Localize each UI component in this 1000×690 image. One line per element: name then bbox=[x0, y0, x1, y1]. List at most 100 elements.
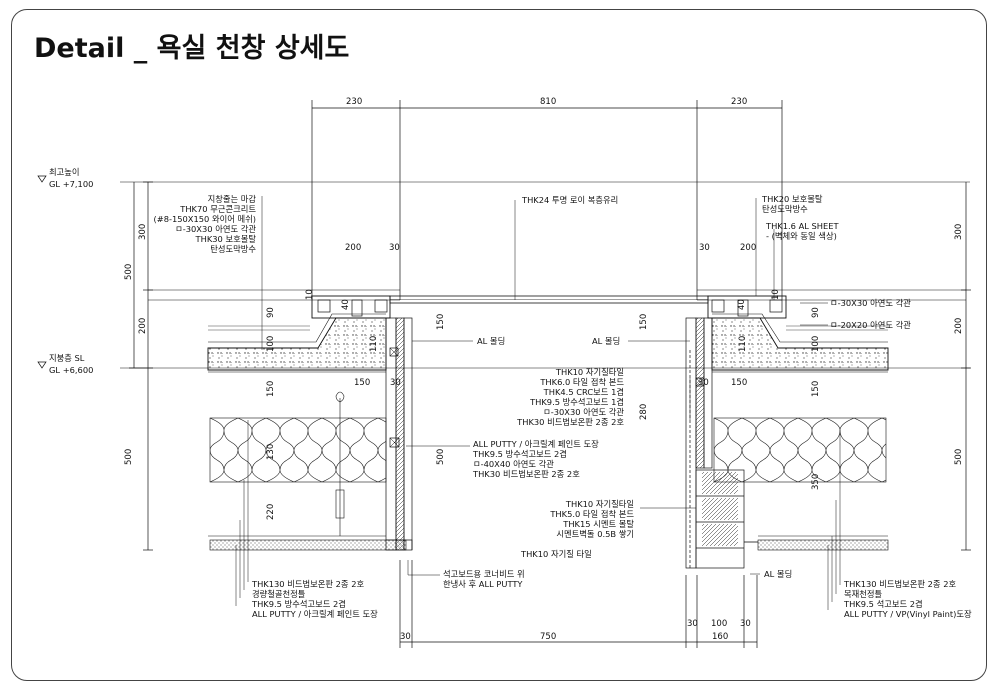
dim-s-200-right: 200 bbox=[740, 243, 756, 253]
dim-v-300-right: 300 bbox=[954, 224, 964, 240]
note-al-sheet-1: THK1.6 AL SHEET bbox=[765, 221, 840, 231]
dim-v-110-right: 110 bbox=[738, 336, 748, 352]
dim-v-100-left: 100 bbox=[266, 336, 276, 352]
note-wall1-6: THK30 비드법보온판 2종 2호 bbox=[516, 417, 624, 427]
note-top-right-2: 탄성도막방수 bbox=[762, 204, 808, 214]
note-corner-2: 한냉사 후 ALL PUTTY bbox=[443, 579, 523, 589]
dim-b-30-r2: 30 bbox=[740, 619, 751, 629]
note-ceiling-right-4: ALL PUTTY / VP(Vinyl Paint)도장 bbox=[844, 609, 972, 619]
note-wall1-1: THK10 자기질타일 bbox=[555, 367, 624, 377]
dim-v-500-right: 500 bbox=[954, 449, 964, 465]
annotation-top-left: 지창줄는 마감 THK70 무근콘크리트 (#8-150X150 와이어 메쉬)… bbox=[154, 194, 257, 254]
note-wall2-3: ㅁ-40X40 아연도 각관 bbox=[473, 459, 554, 469]
note-wall3-4: 시멘트벽돌 0.5B 쌓기 bbox=[556, 529, 634, 539]
dim-s-500-wall: 500 bbox=[436, 449, 446, 465]
note-top-right-1: THK20 보호몰탈 bbox=[761, 194, 823, 204]
annotation-middle: AL 몰딩 AL 몰딩 THK10 자기질타일 THK6.0 타일 접착 본드 … bbox=[443, 336, 792, 589]
dim-b-100: 100 bbox=[711, 619, 727, 629]
dim-v-200-right: 200 bbox=[954, 318, 964, 334]
dim-s-150-right: 150 bbox=[731, 378, 747, 388]
dim-top-3: 230 bbox=[731, 97, 747, 107]
dim-v-90-left: 90 bbox=[266, 307, 276, 318]
dim-s-10-a: 10 bbox=[305, 289, 315, 300]
dim-v-200-left: 200 bbox=[138, 318, 148, 334]
dim-v-350-right: 350 bbox=[811, 474, 821, 490]
note-al-molding-left: AL 몰딩 bbox=[477, 336, 505, 346]
small-dimension-labels: 200 30 30 200 10 40 10 40 150 30 150 30 … bbox=[305, 243, 781, 465]
dim-v-90-right: 90 bbox=[811, 307, 821, 318]
note-top-left-5: THK30 보호몰탈 bbox=[195, 234, 257, 244]
note-corner-1: 석고보드용 코너비드 위 bbox=[443, 569, 525, 579]
dim-top-1: 230 bbox=[346, 97, 362, 107]
roof-level-value: GL +6,600 bbox=[49, 365, 93, 375]
dim-s-30-mid-right: 30 bbox=[698, 378, 709, 388]
dim-v-150-left: 150 bbox=[266, 381, 276, 397]
dim-v-500-left-low: 500 bbox=[124, 449, 134, 465]
dim-s-280-wall: 280 bbox=[639, 404, 649, 420]
note-top-left-1: 지창줄는 마감 bbox=[208, 194, 257, 204]
dim-top-2: 810 bbox=[540, 97, 556, 107]
dim-s-10-b: 10 bbox=[771, 289, 781, 300]
note-wall3-2: THK5.0 타일 접착 본드 bbox=[549, 509, 634, 519]
note-wall2-2: THK9.5 방수석고보드 2겹 bbox=[472, 449, 567, 459]
note-top-left-4: ㅁ-30X30 아연도 각관 bbox=[175, 224, 256, 234]
dim-s-40-b: 40 bbox=[737, 299, 747, 310]
dim-v-100-right: 100 bbox=[811, 336, 821, 352]
dim-v-500-left: 500 bbox=[124, 264, 134, 280]
note-wall2-4: THK30 비드법보온판 2종 2호 bbox=[472, 469, 580, 479]
drawing-linework bbox=[37, 100, 971, 648]
dim-b-30-r1: 30 bbox=[687, 619, 698, 629]
note-wall1-4: THK9.5 방수석고보드 1겹 bbox=[529, 397, 624, 407]
note-al-molding-bottom: AL 몰딩 bbox=[764, 569, 792, 579]
note-wall1-5: ㅁ-30X30 아연도 각관 bbox=[543, 407, 624, 417]
annotation-bottom: THK130 비드법보온판 2종 2호 경량철골천정틀 THK9.5 방수석고보… bbox=[251, 579, 972, 619]
note-ceiling-left-4: ALL PUTTY / 아크릴계 페인트 도장 bbox=[252, 609, 378, 619]
note-ceiling-left-1: THK130 비드법보온판 2종 2호 bbox=[251, 579, 364, 589]
note-ceiling-right-2: 목재천정틀 bbox=[844, 589, 883, 599]
note-pipe-30: ㅁ-30X30 아연도 각관 bbox=[830, 298, 911, 308]
note-ceiling-right-1: THK130 비드법보온판 2종 2호 bbox=[843, 579, 956, 589]
dim-v-130-left: 130 bbox=[266, 444, 276, 460]
dim-v-150-right: 150 bbox=[811, 381, 821, 397]
dim-v-220-left: 220 bbox=[266, 504, 276, 520]
dim-b-160: 160 bbox=[712, 632, 728, 642]
note-wall2-1: ALL PUTTY / 아크릴계 페인트 도장 bbox=[473, 439, 599, 449]
dim-s-200-left: 200 bbox=[345, 243, 361, 253]
dim-v-110-left: 110 bbox=[369, 336, 379, 352]
note-wall1-3: THK4.5 CRC보드 1겹 bbox=[543, 387, 624, 397]
drawing-frame bbox=[11, 9, 987, 681]
note-al-molding-right: AL 몰딩 bbox=[592, 336, 620, 346]
dim-s-30-mid: 30 bbox=[390, 378, 401, 388]
note-tile: THK10 자기질 타일 bbox=[520, 549, 592, 559]
top-level-label: 최고높이 bbox=[49, 167, 80, 177]
note-ceiling-right-3: THK9.5 석고보드 2겹 bbox=[843, 599, 923, 609]
note-glass: THK24 투명 로이 복층유리 bbox=[521, 195, 618, 205]
dim-b-750: 750 bbox=[540, 632, 556, 642]
level-markers: 최고높이 GL +7,100 지붕층 SL GL +6,600 bbox=[49, 167, 93, 375]
dim-s-30-left: 30 bbox=[389, 243, 400, 253]
vertical-dimension-labels: 300 500 200 150 500 100 220 130 90 110 3… bbox=[124, 224, 964, 520]
dim-s-40-a: 40 bbox=[341, 299, 351, 310]
annotation-top-right: THK20 보호몰탈 탄성도막방수 THK1.6 AL SHEET - (벽체와… bbox=[521, 194, 911, 330]
note-ceiling-left-3: THK9.5 방수석고보드 2겹 bbox=[251, 599, 346, 609]
note-ceiling-left-2: 경량철골천정틀 bbox=[252, 589, 306, 599]
note-top-left-6: 탄성도막방수 bbox=[210, 244, 256, 254]
note-wall3-3: THK15 시멘트 몰탈 bbox=[562, 519, 634, 529]
dim-b-30: 30 bbox=[400, 632, 411, 642]
note-top-left-3: (#8-150X150 와이어 메쉬) bbox=[154, 214, 257, 224]
dim-s-150-glass-left: 150 bbox=[436, 314, 446, 330]
note-top-left-2: THK70 무근콘크리트 bbox=[179, 204, 256, 214]
dim-s-30-right: 30 bbox=[699, 243, 710, 253]
note-wall1-2: THK6.0 타일 접착 본드 bbox=[539, 377, 624, 387]
top-level-value: GL +7,100 bbox=[49, 179, 93, 189]
roof-level-label: 지붕층 SL bbox=[49, 353, 85, 363]
page-title: Detail _ 욕실 천창 상세도 bbox=[34, 33, 350, 64]
note-wall3-1: THK10 자기질타일 bbox=[565, 499, 634, 509]
top-dimension-labels: 230 810 230 bbox=[346, 97, 747, 107]
dim-v-300-left: 300 bbox=[138, 224, 148, 240]
note-pipe-20: ㅁ-20X20 아연도 각관 bbox=[830, 320, 911, 330]
dim-s-150-glass-right: 150 bbox=[639, 314, 649, 330]
bottom-dimension-labels: 30 750 30 100 30 160 bbox=[400, 619, 751, 642]
note-al-sheet-2: - (벽체와 동일 색상) bbox=[766, 231, 837, 241]
